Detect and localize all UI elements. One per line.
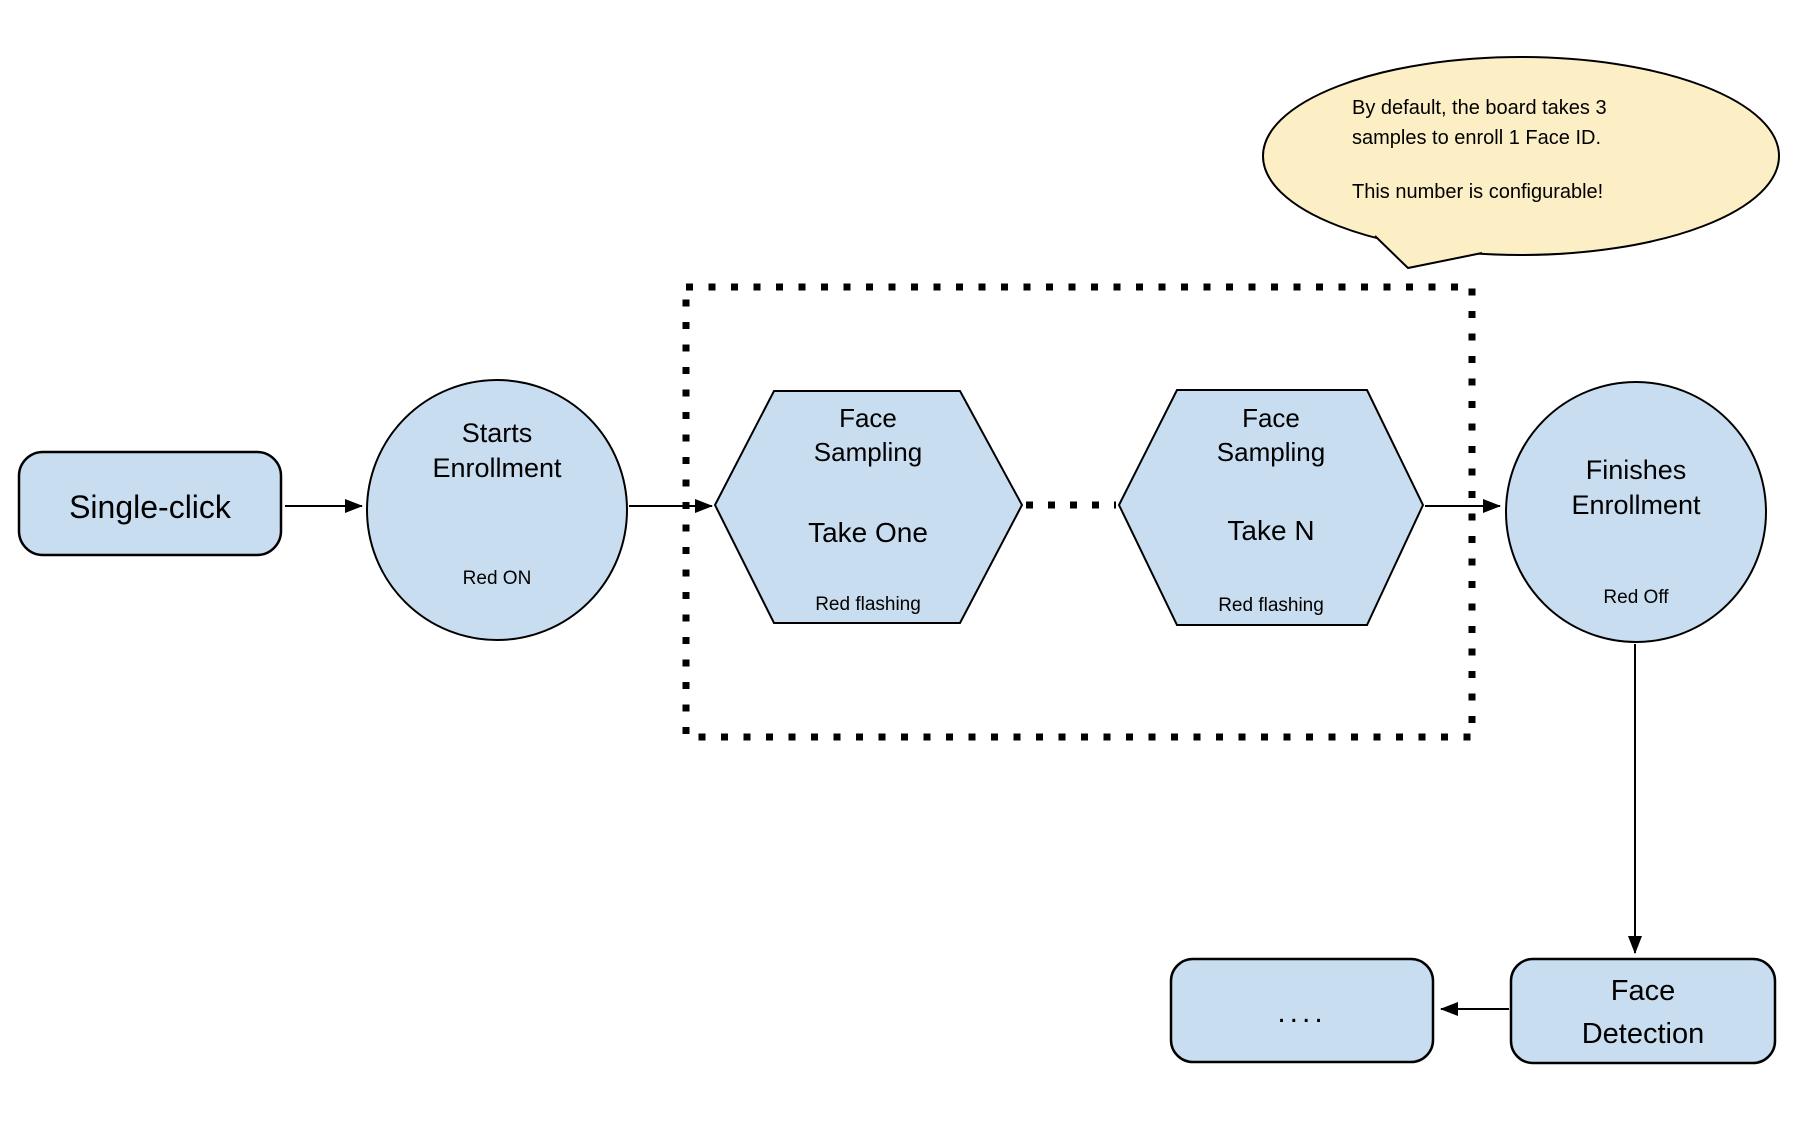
take-n-status: Red flashing [1218, 595, 1324, 616]
face-sampling-take-one-node: Face Sampling Take One Red flashing [713, 390, 1024, 624]
callout-text-line2: samples to enroll 1 Face ID. [1352, 127, 1601, 149]
starts-enrollment-title-line1: Starts [462, 418, 533, 448]
take-one-hexagon [713, 390, 1024, 624]
take-n-label-line1: Face [1242, 403, 1300, 433]
single-click-node: Single-click [17, 450, 283, 557]
callout-bubble-tail-fill [1375, 236, 1482, 268]
continuation-label: .... [1277, 996, 1326, 1029]
face-detection-title-line1: Face [1611, 975, 1675, 1007]
take-one-label-line2: Sampling [814, 437, 922, 467]
callout-text-line1: By default, the board takes 3 [1352, 97, 1607, 119]
continuation-box [1169, 957, 1435, 1064]
single-click-box [17, 450, 283, 557]
finishes-enrollment-circle [1505, 381, 1767, 643]
take-n-label-line2: Sampling [1217, 437, 1325, 467]
callout-text-line3: This number is configurable! [1352, 181, 1603, 203]
finishes-enrollment-title-line2: Enrollment [1571, 490, 1701, 520]
face-detection-box [1509, 957, 1777, 1065]
finishes-enrollment-status: Red Off [1603, 587, 1669, 608]
callout-bubble-tail-outline [1374, 235, 1483, 270]
starts-enrollment-status: Red ON [463, 568, 532, 589]
starts-enrollment-title-line2: Enrollment [432, 453, 562, 483]
starts-enrollment-node: Starts Enrollment Red ON [366, 379, 628, 641]
take-n-title: Take N [1227, 515, 1314, 546]
face-detection-title-line2: Detection [1582, 1018, 1705, 1050]
take-one-title: Take One [808, 517, 928, 548]
take-one-label-line1: Face [839, 403, 897, 433]
continuation-node: .... [1169, 957, 1435, 1064]
finishes-enrollment-title-line1: Finishes [1586, 455, 1687, 485]
single-click-label: Single-click [69, 489, 232, 525]
take-n-hexagon [1117, 389, 1425, 626]
starts-enrollment-circle [366, 379, 628, 641]
finishes-enrollment-node: Finishes Enrollment Red Off [1505, 381, 1767, 643]
callout-bubble: By default, the board takes 3 samples to… [1262, 56, 1780, 270]
take-one-status: Red flashing [815, 594, 921, 615]
face-detection-node: Face Detection [1509, 957, 1777, 1065]
face-sampling-take-n-node: Face Sampling Take N Red flashing [1117, 389, 1425, 626]
callout-bubble-ellipse [1262, 56, 1780, 256]
